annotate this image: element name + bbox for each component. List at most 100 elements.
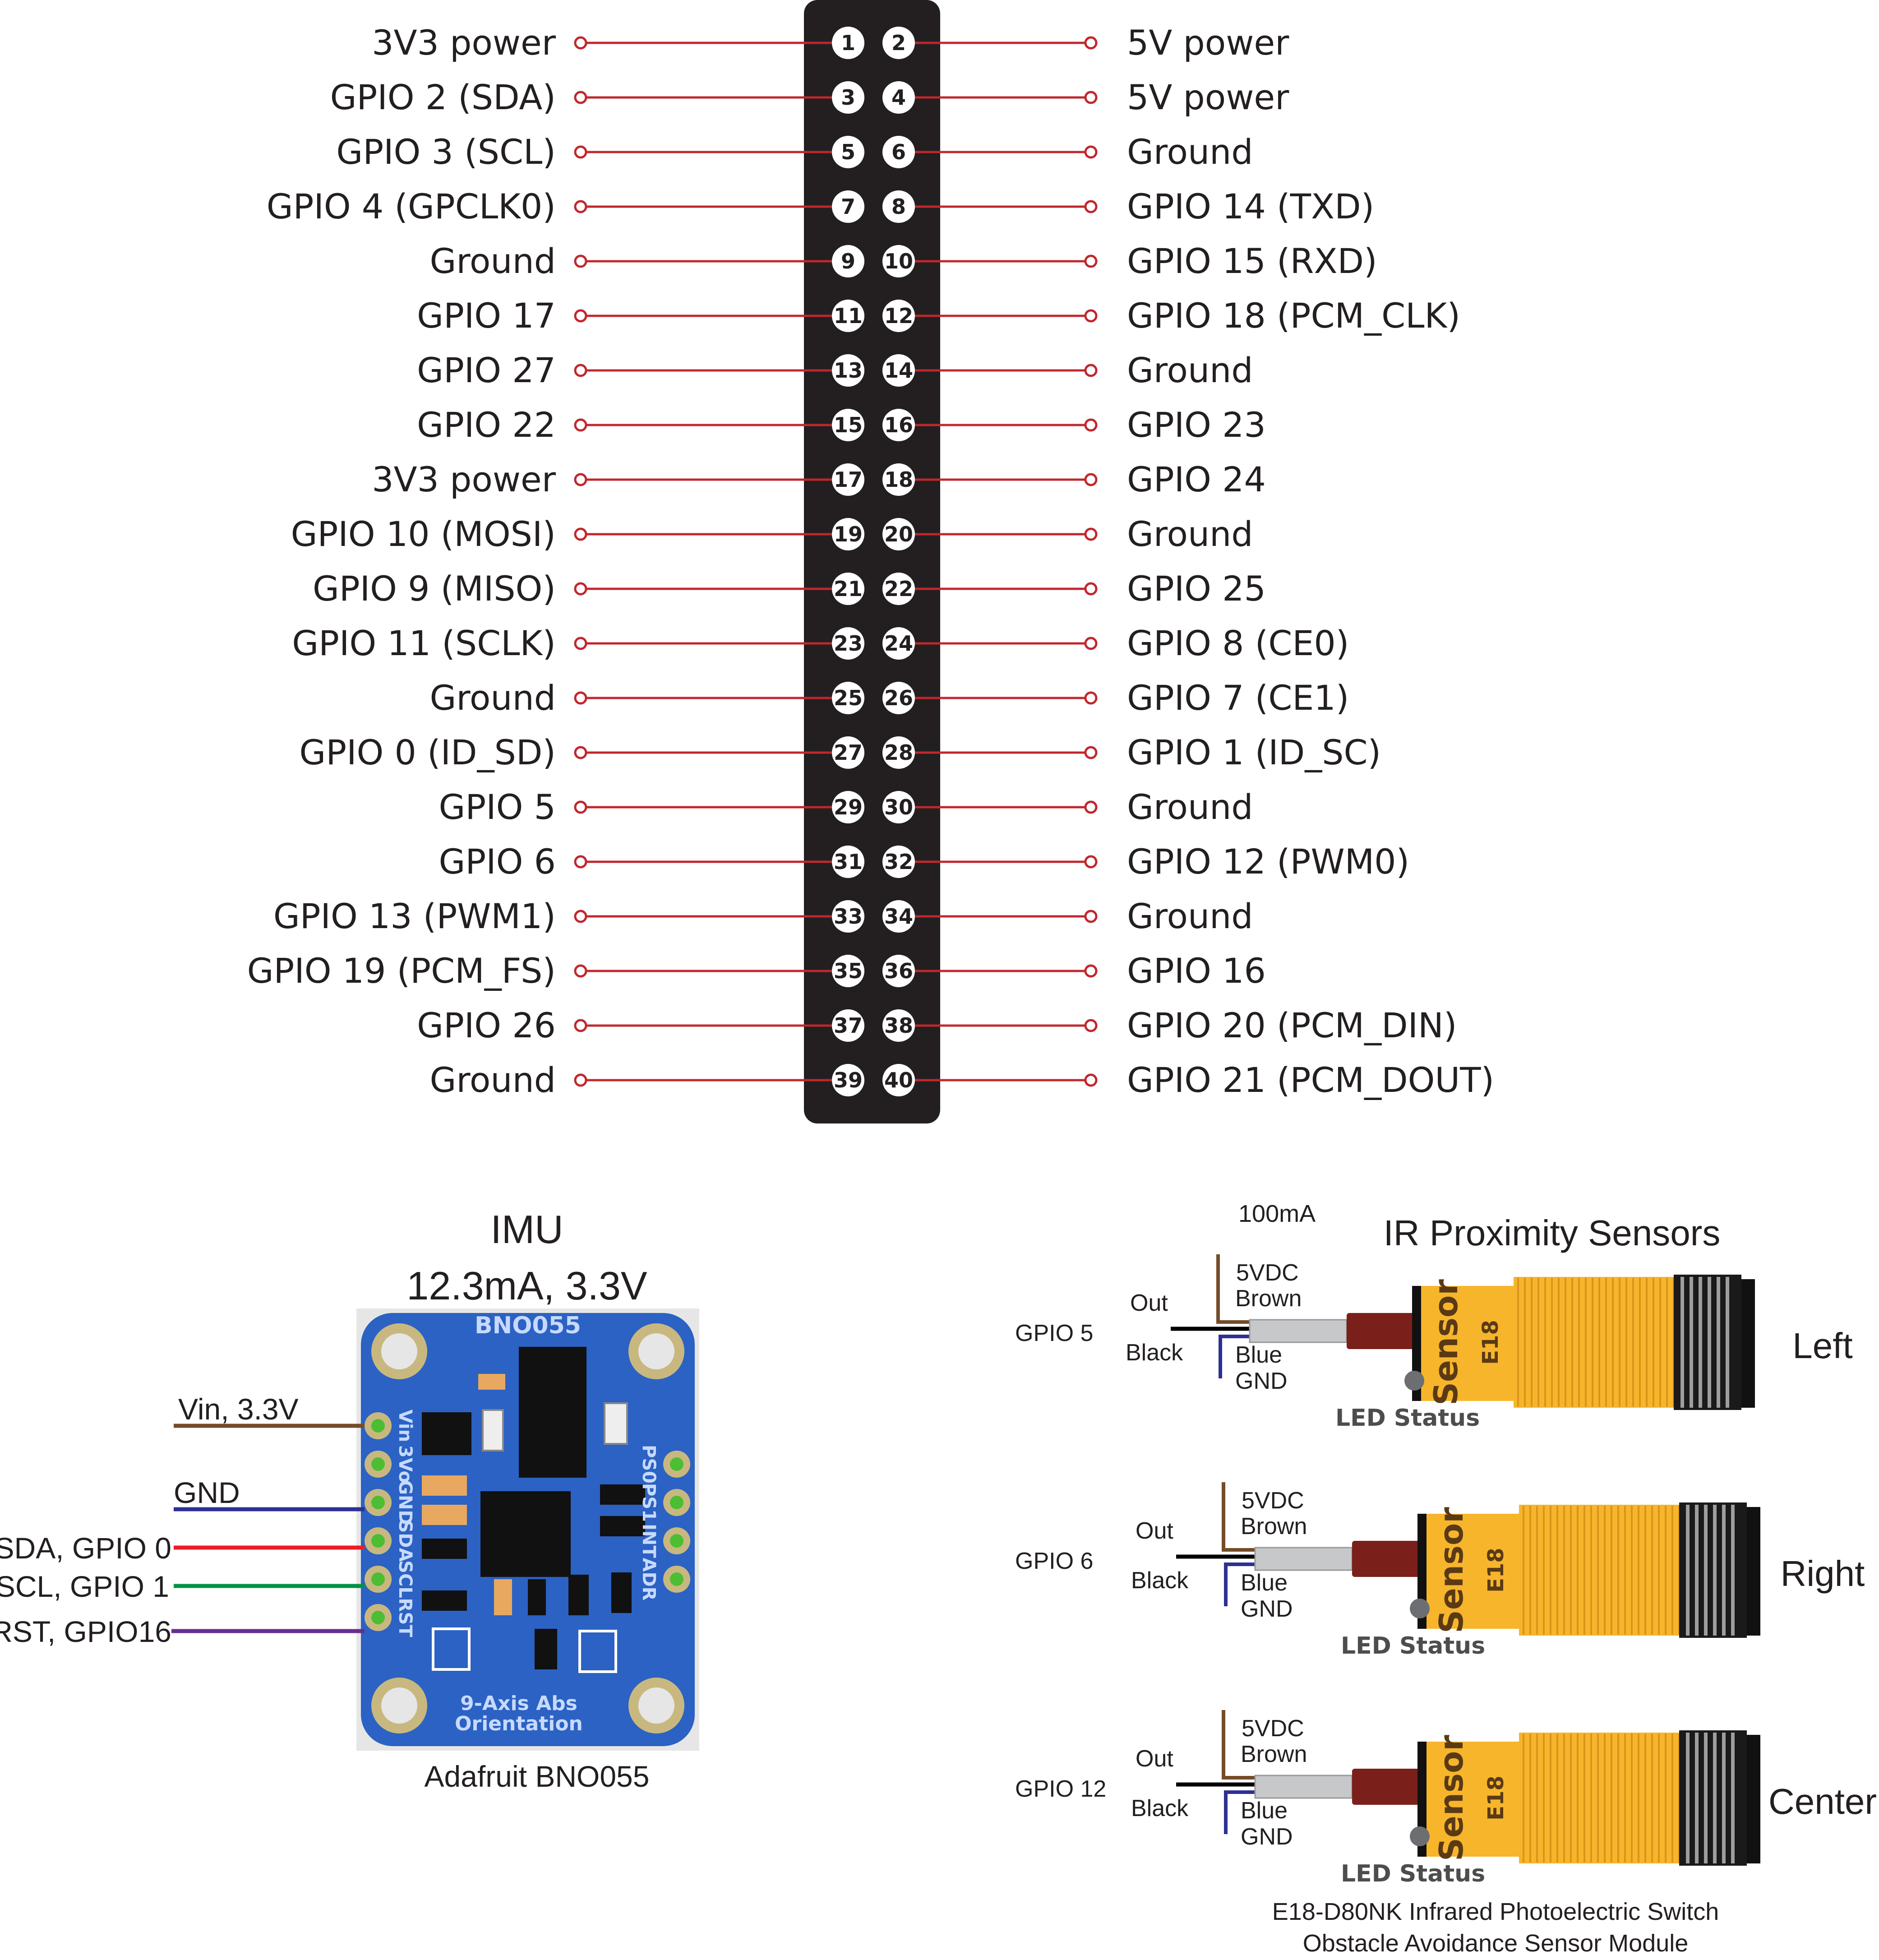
pin-number: 1 bbox=[841, 31, 855, 55]
pin-number: 38 bbox=[884, 1013, 913, 1038]
pin-number: 37 bbox=[834, 1013, 863, 1038]
sensor-front bbox=[1412, 1286, 1516, 1401]
pin-20 bbox=[882, 518, 915, 550]
pin-number: 27 bbox=[834, 740, 863, 765]
pin-number: 10 bbox=[884, 249, 913, 273]
imu-wire-label: SCL, GPIO 1 bbox=[0, 1570, 169, 1603]
sensor-cable bbox=[1249, 1319, 1348, 1343]
pin-number: 6 bbox=[891, 140, 906, 164]
pin-5 bbox=[832, 136, 864, 168]
pin-26 bbox=[882, 682, 915, 714]
pin-endpoint bbox=[574, 855, 587, 869]
imu-wire: GND bbox=[174, 1476, 365, 1512]
pin-endpoint bbox=[1084, 910, 1098, 923]
imu-title: IMU bbox=[490, 1207, 563, 1252]
strain-relief bbox=[1352, 1769, 1420, 1805]
pin-number: 8 bbox=[891, 194, 906, 219]
board-footer-2: Orientation bbox=[455, 1712, 583, 1735]
pin-number: 30 bbox=[884, 795, 913, 819]
pin-number: 40 bbox=[884, 1068, 913, 1092]
sensor-position-label: Center bbox=[1768, 1781, 1877, 1821]
imu-section: IMU 12.3mA, 3.3V BNO055 bbox=[0, 1207, 699, 1793]
pin-label: GPIO 18 (PCM_CLK) bbox=[1127, 296, 1460, 336]
pin-endpoint bbox=[574, 1019, 587, 1032]
gnd-wire-label: Blue bbox=[1241, 1570, 1288, 1596]
pin-label: GPIO 11 (SCLK) bbox=[292, 623, 556, 663]
bno055-board: BNO055 9-Axis Abs Orientation Vin3VoGNDS… bbox=[356, 1308, 699, 1751]
pin-label: Ground bbox=[1127, 132, 1253, 172]
pin-endpoint bbox=[574, 254, 587, 268]
blue-wire bbox=[1224, 1562, 1255, 1606]
imu-wire-label: SDA, GPIO 0 bbox=[0, 1531, 171, 1565]
pin-label: Ground bbox=[1127, 514, 1253, 554]
out-label: Out bbox=[1130, 1290, 1168, 1316]
pin-endpoint bbox=[574, 36, 587, 50]
pin-endpoint bbox=[1084, 36, 1098, 50]
voltage-regulator-chip bbox=[519, 1347, 586, 1478]
pin-31 bbox=[832, 846, 864, 878]
led-status-label: LED Status bbox=[1341, 1860, 1485, 1887]
pin-number: 14 bbox=[884, 358, 913, 383]
pin-number: 24 bbox=[884, 631, 913, 656]
sensor-front bbox=[1417, 1514, 1521, 1629]
mounting-holes bbox=[371, 1323, 684, 1733]
pin-11 bbox=[832, 300, 864, 332]
pin-22 bbox=[882, 573, 915, 605]
ir-current: 100mA bbox=[1238, 1200, 1316, 1227]
pin-endpoint bbox=[574, 691, 587, 705]
pin-16 bbox=[882, 409, 915, 441]
pin-25 bbox=[832, 682, 864, 714]
pin-12 bbox=[882, 300, 915, 332]
sensor-body-text: Sensor bbox=[1432, 1735, 1470, 1861]
imu-wire: RST, GPIO16 bbox=[0, 1615, 365, 1648]
pin-endpoint bbox=[1084, 145, 1098, 159]
brown-wire bbox=[1222, 1482, 1255, 1552]
led-status-label: LED Status bbox=[1335, 1405, 1480, 1432]
sensor-model-text: E18 bbox=[1478, 1320, 1503, 1365]
pin-label: GPIO 7 (CE1) bbox=[1127, 678, 1349, 718]
gnd-label: GND bbox=[1241, 1596, 1293, 1622]
pin-endpoint bbox=[574, 910, 587, 923]
pin-15 bbox=[832, 409, 864, 441]
sensor-front bbox=[1417, 1742, 1521, 1857]
out-wire-label: Black bbox=[1131, 1795, 1189, 1821]
board-footer-1: 9-Axis Abs bbox=[460, 1692, 577, 1715]
pin-label: GPIO 20 (PCM_DIN) bbox=[1127, 1005, 1457, 1045]
out-label: Out bbox=[1136, 1518, 1173, 1544]
pin-number: 36 bbox=[884, 959, 913, 983]
power-wire-label: Brown bbox=[1241, 1513, 1307, 1539]
out-label: Out bbox=[1136, 1746, 1173, 1772]
led-indicator bbox=[1410, 1599, 1430, 1618]
pin-34 bbox=[882, 900, 915, 933]
sensor-body-text: Sensor bbox=[1427, 1279, 1465, 1405]
sensor-body bbox=[1514, 1277, 1676, 1408]
imu-pad-label: GND bbox=[395, 1480, 416, 1525]
pin-label: GPIO 24 bbox=[1127, 459, 1266, 499]
board-label: BNO055 bbox=[475, 1312, 581, 1339]
pin-endpoint bbox=[574, 637, 587, 650]
pin-number: 15 bbox=[834, 413, 863, 437]
pin-33 bbox=[832, 900, 864, 933]
pin-29 bbox=[832, 791, 864, 823]
gnd-wire-label: Blue bbox=[1241, 1798, 1288, 1824]
brown-wire bbox=[1222, 1710, 1255, 1780]
pin-number: 29 bbox=[834, 795, 863, 819]
pin-30 bbox=[882, 791, 915, 823]
pin-1 bbox=[832, 27, 864, 59]
out-wire-label: Black bbox=[1131, 1567, 1189, 1594]
imu-pad-label: RST bbox=[395, 1598, 416, 1638]
imu-wire-label: RST, GPIO16 bbox=[0, 1615, 171, 1648]
pin-4 bbox=[882, 81, 915, 114]
pin-label: GPIO 13 (PWM1) bbox=[273, 896, 556, 936]
pin-label: GPIO 21 (PCM_DOUT) bbox=[1127, 1060, 1494, 1100]
pin-endpoint bbox=[574, 527, 587, 541]
pin-label: GPIO 15 (RXD) bbox=[1127, 241, 1377, 281]
pin-label: GPIO 17 bbox=[417, 296, 556, 336]
